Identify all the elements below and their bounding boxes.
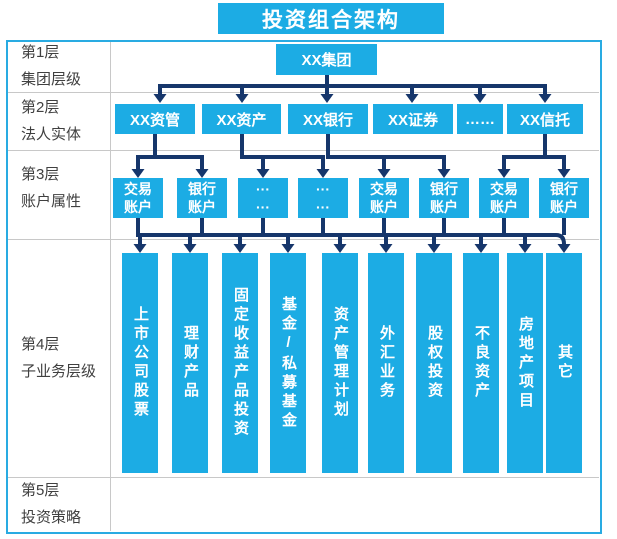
row-label-line: 投资策略 (21, 509, 82, 526)
row-divider-2 (8, 150, 599, 151)
row-divider-1 (8, 92, 599, 93)
l3-box-bank-account: 银行 账户 (419, 178, 469, 218)
l2-box-bank: XX银行 (288, 104, 368, 134)
l3-box-trading-account: 交易 账户 (479, 178, 529, 218)
l3-box-trading-account: 交易 账户 (359, 178, 409, 218)
row-label-line: 第2层 (21, 99, 60, 116)
l3-box-ellipsis: ··· ··· (298, 178, 348, 218)
row-label-layer3: 第3层 账户属性 (8, 150, 108, 225)
row-divider-3 (8, 239, 599, 240)
label-column-divider (110, 42, 111, 531)
l4-bar-wealth-products: 理财产品 (172, 253, 208, 473)
l2-box-ellipsis: …… (457, 104, 503, 134)
row-label-line: 第4层 (21, 336, 60, 353)
row-label-line: 集团层级 (21, 71, 82, 88)
l4-bar-listed-company-stock: 上市公司股票 (122, 253, 158, 473)
row-label-line: 第5层 (21, 482, 60, 499)
l4-bar-funds: 基金/私募基金 (270, 253, 306, 473)
row-label-layer2: 第2层 法人实体 (8, 92, 108, 150)
row-label-layer4: 第4层 子业务层级 (8, 239, 108, 477)
l4-bar-distressed-assets: 不良资产 (463, 253, 499, 473)
l3-box-bank-account: 银行 账户 (177, 178, 227, 218)
row-label-line: 第1层 (21, 44, 60, 61)
l2-box-asset-management: XX资管 (115, 104, 195, 134)
row-label-line: 第3层 (21, 165, 60, 183)
l4-bar-equity-investment: 股权投资 (416, 253, 452, 473)
l1-box-group: XX集团 (276, 44, 377, 75)
l4-bar-asset-mgmt-plan: 资产管理计划 (322, 253, 358, 473)
l4-bar-real-estate: 房地产项目 (507, 253, 543, 473)
l3-box-trading-account: 交易 账户 (113, 178, 163, 218)
row-divider-4 (8, 477, 599, 478)
l4-bar-forex: 外汇业务 (368, 253, 404, 473)
l4-bar-other: 其它 (546, 253, 582, 473)
l2-box-assets: XX资产 (202, 104, 281, 134)
l2-box-securities: XX证券 (373, 104, 453, 134)
l3-box-bank-account: 银行 账户 (539, 178, 589, 218)
l2-box-trust: XX信托 (507, 104, 583, 134)
row-label-line: 子业务层级 (21, 363, 97, 380)
l4-bar-fixed-income: 固定收益产品投资 (222, 253, 258, 473)
diagram-title: 投资组合架构 (218, 3, 444, 34)
row-label-line: 账户属性 (21, 192, 82, 210)
l3-box-ellipsis: ··· ··· (238, 178, 288, 218)
row-label-layer1: 第1层 集团层级 (8, 40, 108, 92)
row-label-line: 法人实体 (21, 126, 82, 143)
row-label-layer5: 第5层 投资策略 (8, 477, 108, 531)
